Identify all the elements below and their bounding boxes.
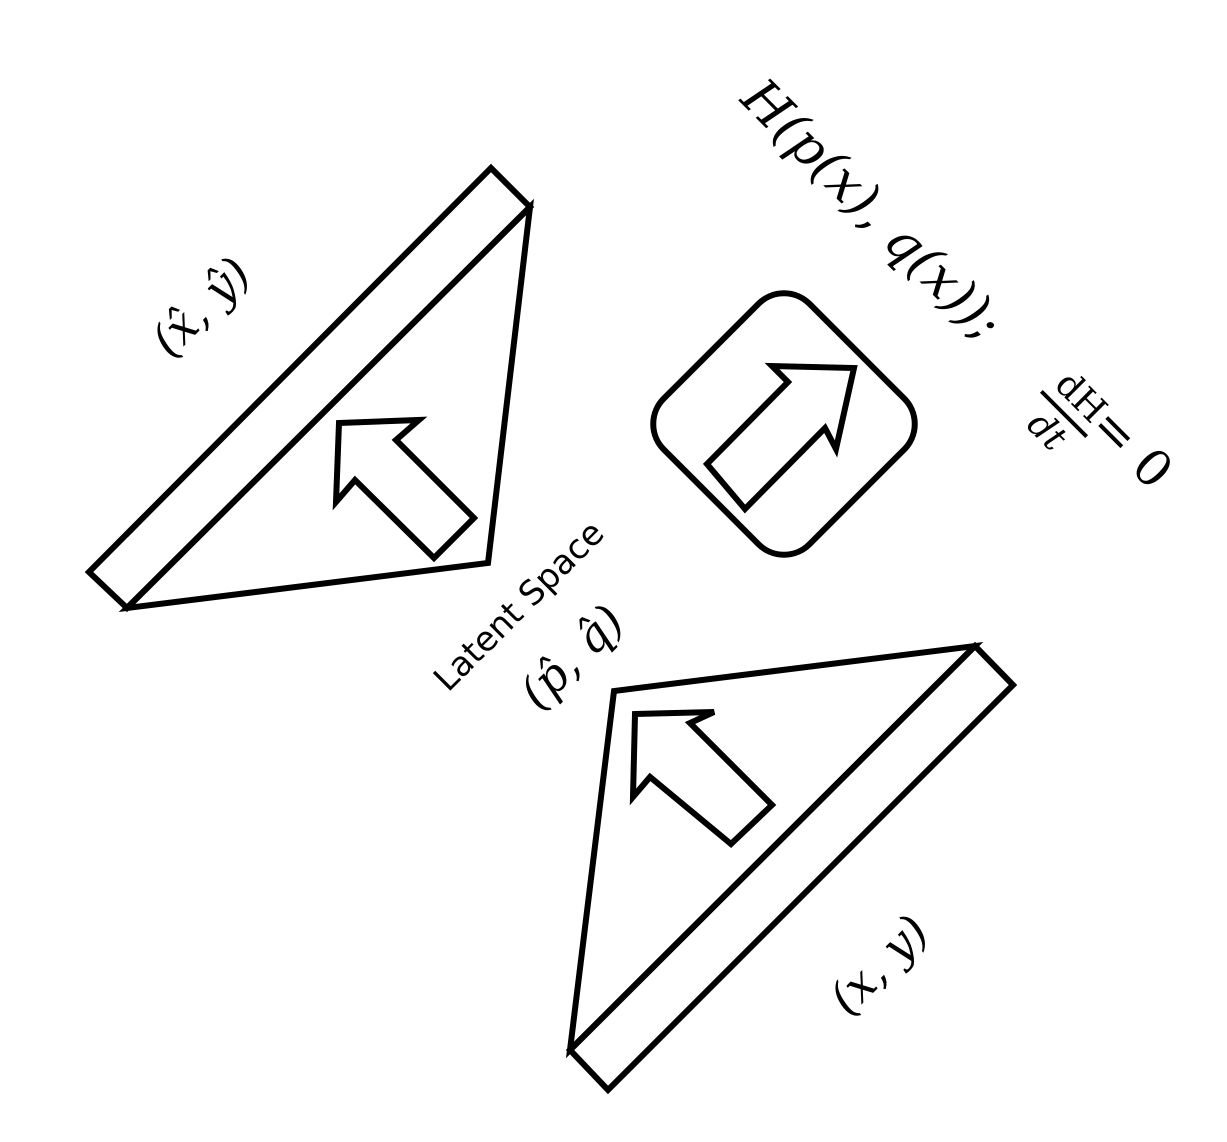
input-label: (x, y) [818, 904, 939, 1025]
arrow-icon [332, 416, 479, 563]
hamiltonian-block [650, 290, 918, 558]
encoder-block [565, 641, 1018, 1095]
decoder-output-label: (x̂, ŷ) [140, 246, 261, 367]
decoder-block [84, 163, 535, 613]
arrow-icon [702, 362, 858, 514]
encoder-join-line [567, 643, 978, 1053]
decoder-join-line [124, 204, 533, 611]
fraction-bar [1039, 389, 1089, 439]
arrow-icon [629, 709, 777, 849]
